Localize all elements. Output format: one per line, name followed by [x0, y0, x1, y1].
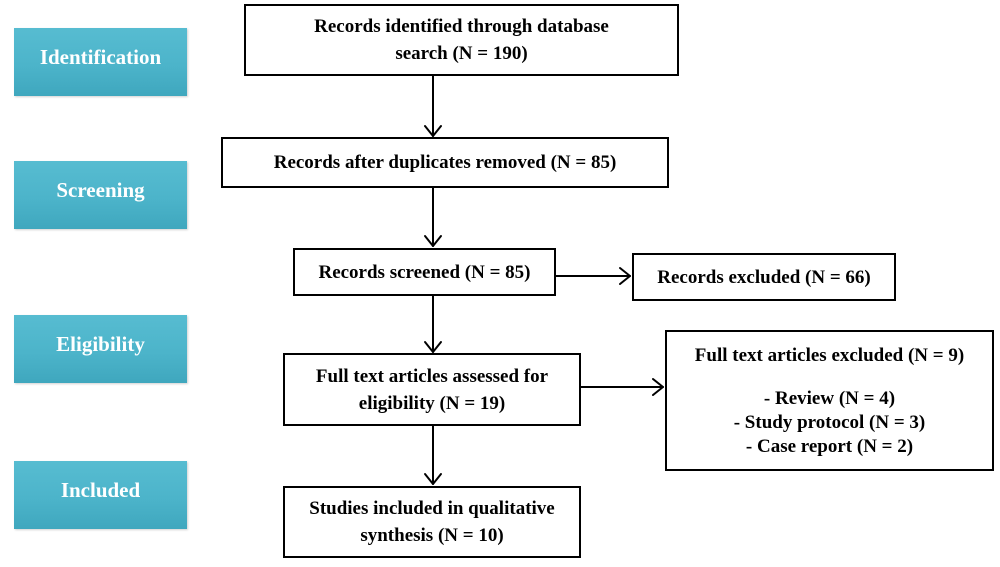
box-studies-included: Studies included in qualitative synthesi… — [283, 486, 581, 558]
box-records-excluded-text: Records excluded (N = 66) — [657, 266, 871, 288]
arrow-assessed-to-full-text-excluded — [580, 378, 664, 396]
phase-eligibility: Eligibility — [14, 315, 187, 383]
phase-eligibility-label: Eligibility — [56, 331, 145, 356]
box-records-excluded: Records excluded (N = 66) — [632, 253, 896, 301]
box-full-text-excluded-title: Full text articles excluded (N = 9) — [694, 345, 965, 366]
phase-screening: Screening — [14, 161, 187, 229]
phase-identification-label: Identification — [39, 44, 162, 69]
box-full-text-assessed: Full text articles assessed for eligibil… — [283, 353, 581, 426]
box-studies-included-line1: Studies included in qualitative — [309, 498, 555, 519]
box-records-identified-line1: Records identified through database — [314, 16, 609, 37]
box-duplicates-removed-text: Records after duplicates removed (N = 85… — [273, 152, 617, 173]
arrow-identified-to-duplicates — [424, 74, 442, 137]
box-full-text-assessed-line2: eligibility (N = 19) — [358, 392, 506, 414]
arrow-screened-to-assessed — [424, 294, 442, 353]
exclusion-reason-study-protocol: - Study protocol (N = 3) — [733, 412, 926, 433]
arrow-screened-to-excluded — [555, 267, 631, 285]
phase-included: Included — [14, 461, 187, 529]
box-records-screened-text: Records screened (N = 85) — [318, 261, 531, 283]
box-records-identified-line2: search (N = 190) — [395, 43, 528, 64]
box-records-screened: Records screened (N = 85) — [293, 248, 556, 296]
box-full-text-excluded: Full text articles excluded (N = 9) - Re… — [665, 330, 994, 471]
phase-identification: Identification — [14, 28, 187, 96]
exclusion-reasons-list: - Review (N = 4) - Study protocol (N = 3… — [734, 387, 926, 459]
exclusion-reason-case-report: - Case report (N = 2) — [745, 436, 914, 457]
arrow-duplicates-to-screened — [424, 187, 442, 247]
exclusion-reason-review: - Review (N = 4) — [763, 388, 896, 409]
arrow-assessed-to-included — [424, 424, 442, 485]
box-full-text-assessed-line1: Full text articles assessed for — [315, 365, 549, 387]
box-duplicates-removed: Records after duplicates removed (N = 85… — [221, 137, 669, 188]
phase-included-label: Included — [60, 477, 141, 502]
phase-screening-label: Screening — [56, 177, 145, 202]
box-records-identified: Records identified through database sear… — [244, 4, 679, 76]
box-studies-included-line2: synthesis (N = 10) — [360, 525, 504, 546]
